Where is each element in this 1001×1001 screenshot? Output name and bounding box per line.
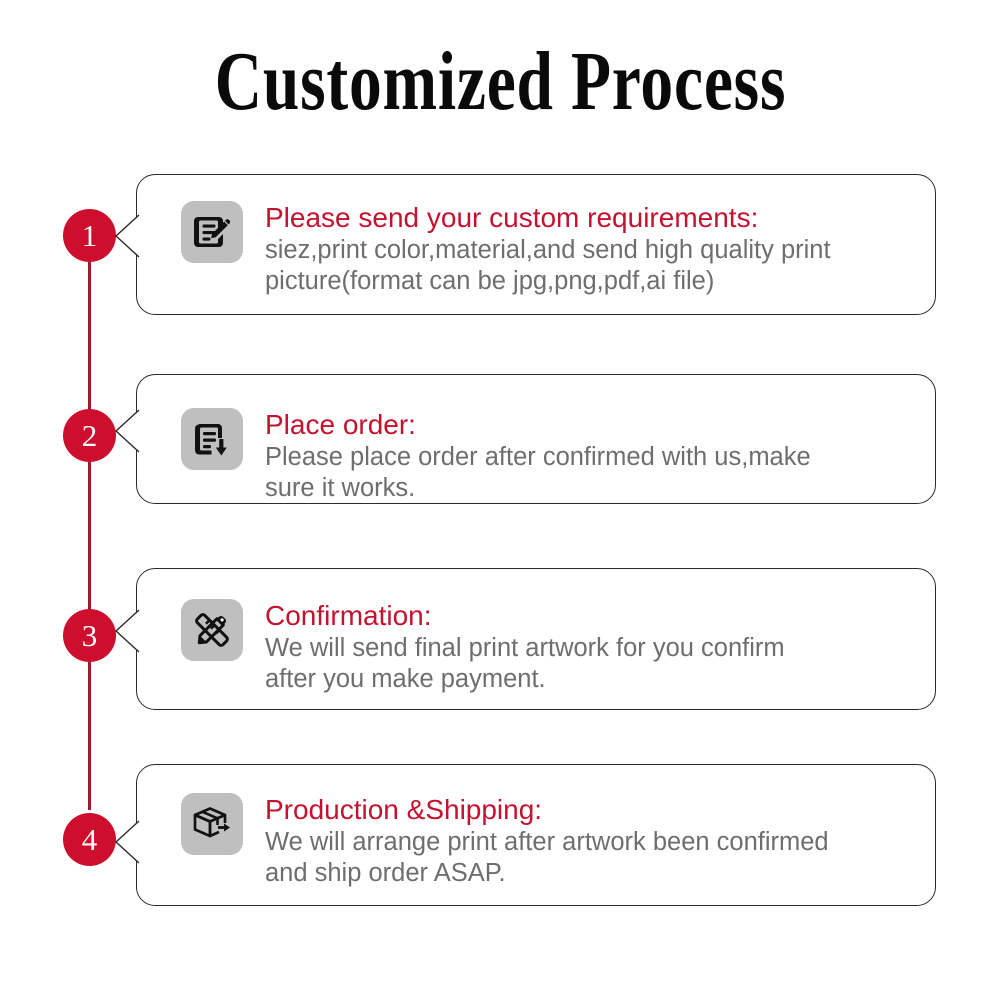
card-tail-2 <box>114 402 140 459</box>
step-heading-4: Production &Shipping: <box>265 794 543 825</box>
connector-line-2-3 <box>88 462 91 610</box>
document-pencil-icon <box>181 201 243 263</box>
document-download-icon <box>181 408 243 470</box>
step-text-2: Place order: Please place order after co… <box>243 408 913 504</box>
step-number-1: 1 <box>63 209 116 262</box>
step-number-2: 2 <box>63 409 116 462</box>
connector-line-1-2 <box>88 262 91 410</box>
box-shipping-icon <box>181 793 243 855</box>
step-heading-3: Confirmation: <box>265 600 432 631</box>
page-title: Customized Process <box>214 35 787 128</box>
step-heading-2: Place order: <box>265 409 416 440</box>
step-card-1[interactable]: Please send your custom requirements: si… <box>114 174 936 315</box>
step-card-2[interactable]: Place order: Please place order after co… <box>114 374 936 504</box>
step-text-1: Please send your custom requirements: si… <box>243 201 913 297</box>
step-number-3: 3 <box>63 609 116 662</box>
ruler-pencil-icon <box>181 599 243 661</box>
card-tail-1 <box>114 207 140 264</box>
step-body-1: siez,print color,material,and send high … <box>265 236 831 295</box>
step-body-2: Please place order after confirmed with … <box>265 443 811 502</box>
card-tail-3 <box>114 602 140 659</box>
step-card-3[interactable]: Confirmation: We will send final print a… <box>114 568 936 710</box>
step-card-4[interactable]: Production &Shipping: We will arrange pr… <box>114 764 936 906</box>
step-body-4: We will arrange print after artwork been… <box>265 828 829 887</box>
card-tail-4 <box>114 813 140 870</box>
step-heading-1: Please send your custom requirements: <box>265 202 759 233</box>
step-text-4: Production &Shipping: We will arrange pr… <box>243 793 913 889</box>
step-number-4: 4 <box>63 813 116 866</box>
connector-line-3-4 <box>88 662 91 810</box>
step-text-3: Confirmation: We will send final print a… <box>243 599 913 695</box>
step-body-3: We will send final print artwork for you… <box>265 634 785 693</box>
